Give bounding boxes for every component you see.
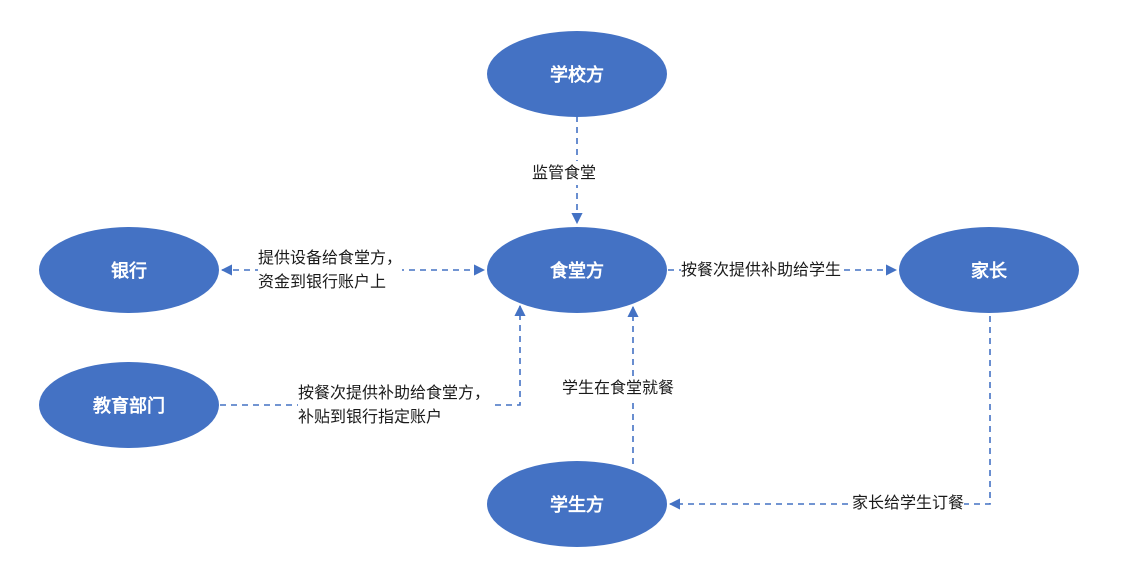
label-bank-canteen-line1: 提供设备给食堂方， — [258, 248, 403, 267]
label-edu-canteen: 按餐次提供补助给食堂方， 补贴到银行指定账户 — [298, 381, 491, 429]
label-school-canteen-line1: 监管食堂 — [532, 163, 597, 182]
label-edu-canteen-line2: 补贴到银行指定账户 — [298, 407, 443, 426]
label-school-canteen: 监管食堂 — [532, 161, 597, 185]
label-student-canteen: 学生在食堂就餐 — [562, 376, 675, 400]
label-parent-student: 家长给学生订餐 — [852, 491, 965, 515]
node-bank: 银行 — [39, 227, 219, 313]
node-school: 学校方 — [487, 31, 667, 117]
node-edu: 教育部门 — [39, 362, 219, 448]
label-bank-canteen-line2: 资金到银行账户上 — [258, 272, 387, 291]
edge-parent-student — [668, 316, 991, 510]
label-parent-student-line1: 家长给学生订餐 — [852, 493, 965, 512]
label-bank-canteen: 提供设备给食堂方， 资金到银行账户上 — [258, 246, 403, 294]
label-student-canteen-line1: 学生在食堂就餐 — [562, 378, 675, 397]
label-canteen-parent-line1: 按餐次提供补助给学生 — [681, 260, 842, 279]
node-canteen: 食堂方 — [487, 227, 667, 313]
label-edu-canteen-line1: 按餐次提供补助给食堂方， — [298, 383, 491, 402]
label-canteen-parent: 按餐次提供补助给学生 — [681, 258, 842, 282]
node-parent: 家长 — [899, 227, 1079, 313]
node-student: 学生方 — [487, 461, 667, 547]
